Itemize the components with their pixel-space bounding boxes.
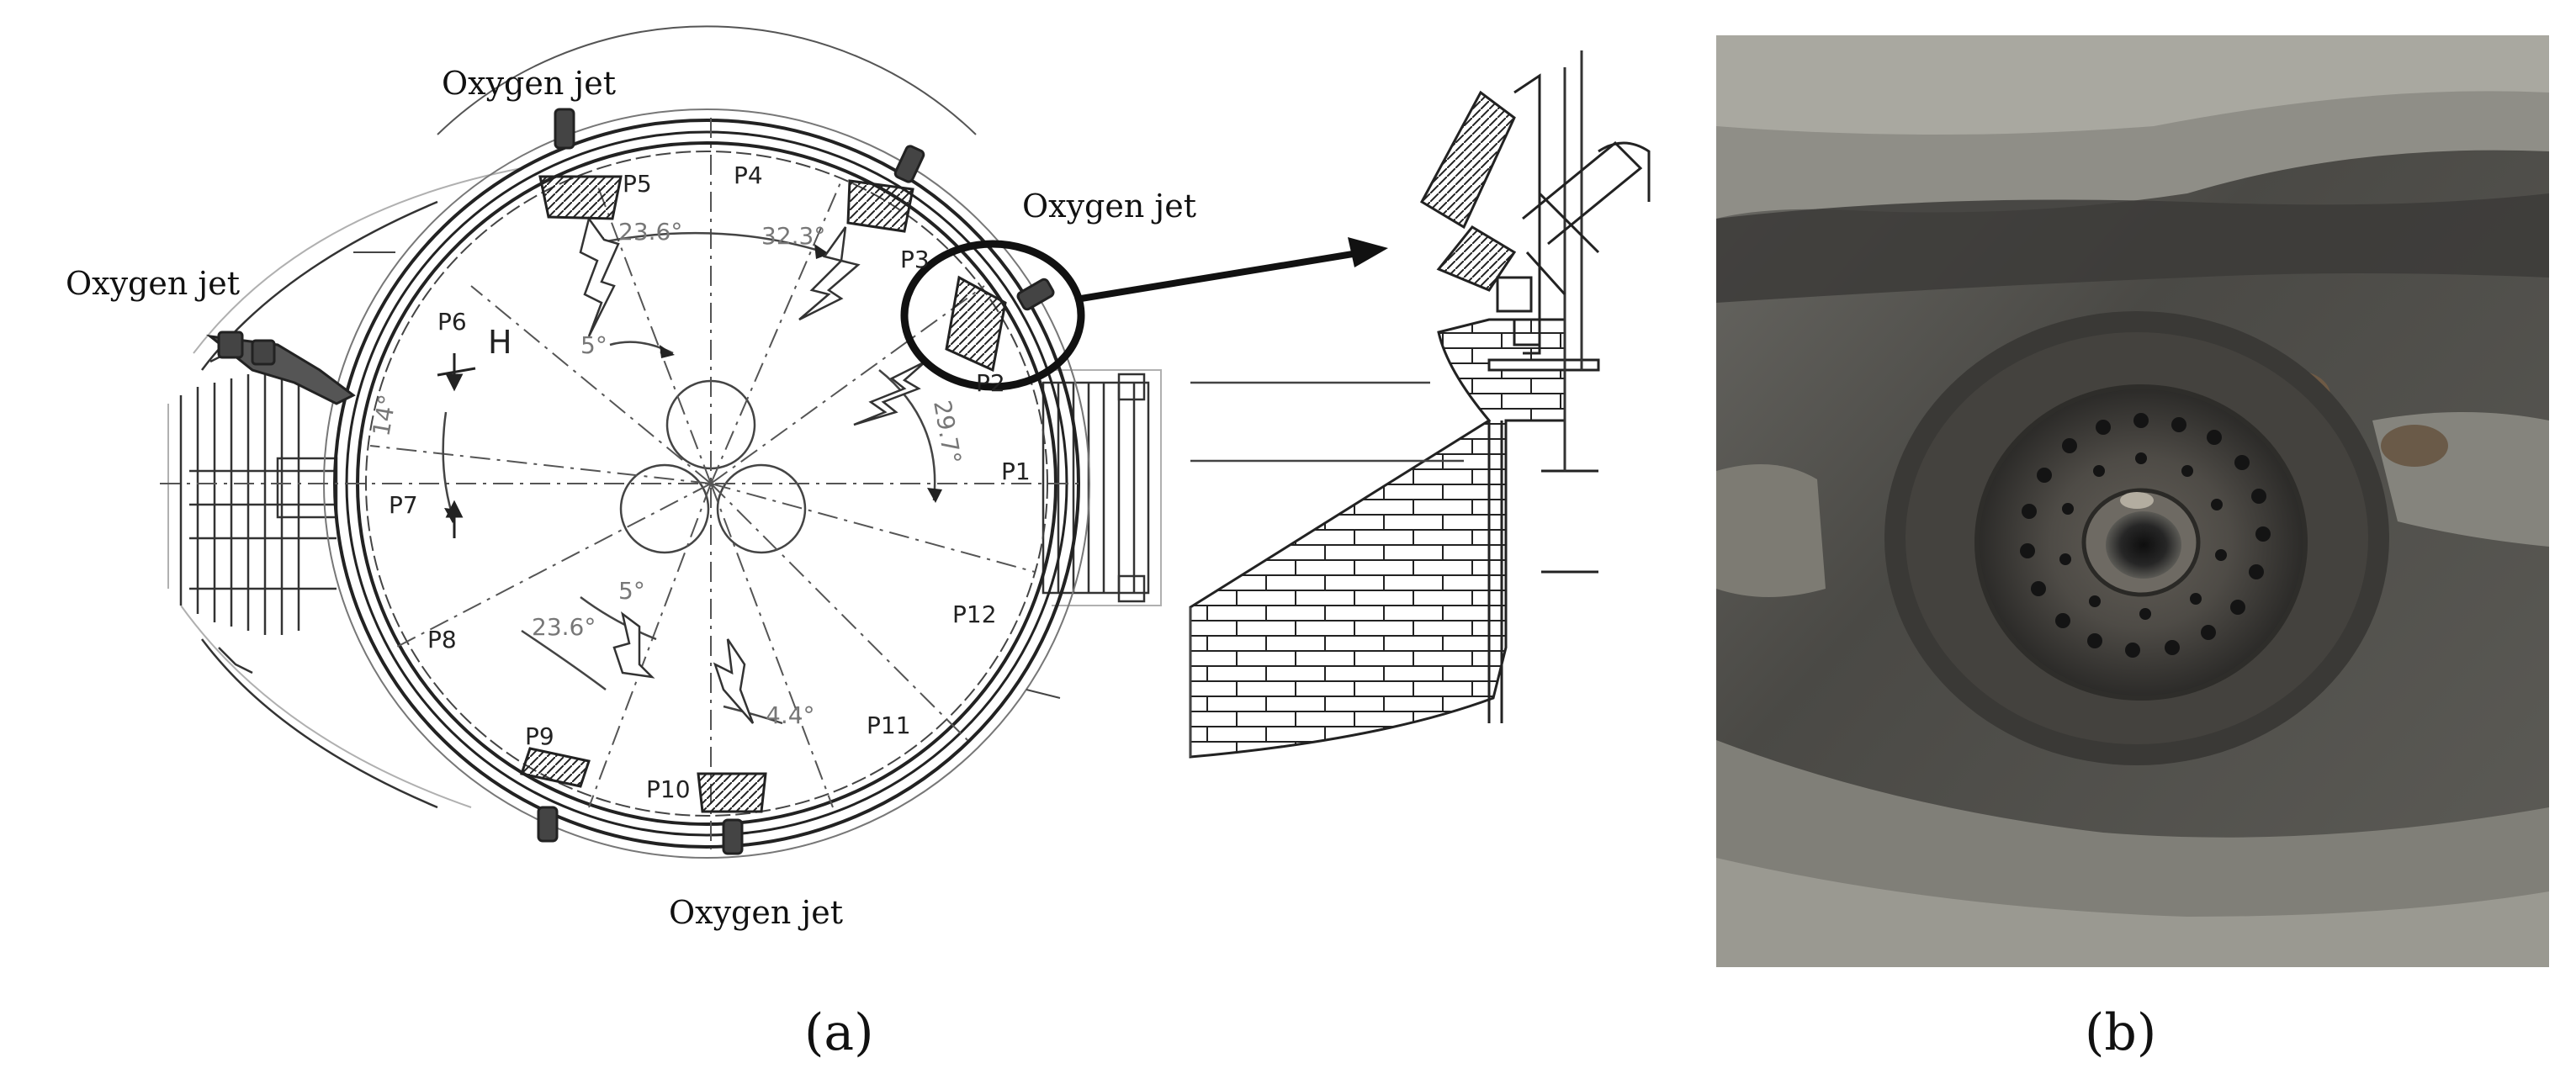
angle-5-bottom: 5° <box>618 577 645 605</box>
position-labels: P1 P2 P3 P4 P5 P6 P7 P8 P9 P10 P11 P12 <box>389 161 1031 803</box>
angle-arcs <box>442 231 936 725</box>
jet-injectors <box>205 108 1055 855</box>
center-lines <box>160 118 1085 849</box>
angle-14: 14° <box>367 393 401 439</box>
h-dimension <box>437 353 476 538</box>
panel-label-b: (b) <box>2085 1003 2156 1062</box>
zoom-circle <box>900 240 1085 391</box>
angle-5-top: 5° <box>580 331 607 359</box>
angle-23-6-top: 23.6° <box>618 218 682 246</box>
angle-4-4: 4.4° <box>766 701 815 729</box>
panel-label-a: (a) <box>804 1003 874 1062</box>
label-p5: P5 <box>623 170 652 198</box>
h-label: H <box>488 324 512 361</box>
callout-oxygen-jet-top: Oxygen jet <box>442 65 616 102</box>
callout-oxygen-jet-bottom: Oxygen jet <box>669 894 843 931</box>
detail-arrow <box>1080 237 1388 302</box>
furnace-shell <box>323 25 1090 859</box>
callout-oxygen-jet-left: Oxygen jet <box>66 265 240 302</box>
electrodes <box>619 379 807 554</box>
angle-labels: 23.6° 32.3° 5° 29.7° 14° 5° 23.6° 4.4° <box>367 218 966 729</box>
furnace-plan-drawing <box>160 25 1388 859</box>
angle-23-6-bottom: 23.6° <box>532 613 596 641</box>
jet-flames <box>579 216 926 724</box>
label-p1: P1 <box>1001 458 1031 485</box>
photo-panel-b <box>1716 35 2549 967</box>
label-p2: P2 <box>976 369 1005 397</box>
label-p11: P11 <box>867 711 911 739</box>
label-p8: P8 <box>427 626 457 653</box>
angle-29-7: 29.7° <box>928 398 967 466</box>
label-p3: P3 <box>900 246 930 273</box>
arc-arrowheads <box>444 237 942 523</box>
label-p12: P12 <box>952 600 997 628</box>
section-detail-drawing <box>1189 50 1651 759</box>
label-p10: P10 <box>646 775 691 803</box>
label-p4: P4 <box>734 161 763 189</box>
angle-32-3: 32.3° <box>761 222 825 250</box>
label-p9: P9 <box>525 722 554 750</box>
callout-oxygen-jet-right: Oxygen jet <box>1022 188 1196 225</box>
label-p7: P7 <box>389 491 418 519</box>
oxygen-jet-callouts: Oxygen jet Oxygen jet Oxygen jet Oxygen … <box>66 65 1196 931</box>
nozzle-blocks <box>520 175 1007 813</box>
injector-holes <box>2020 413 2271 658</box>
label-p6: P6 <box>437 308 467 336</box>
